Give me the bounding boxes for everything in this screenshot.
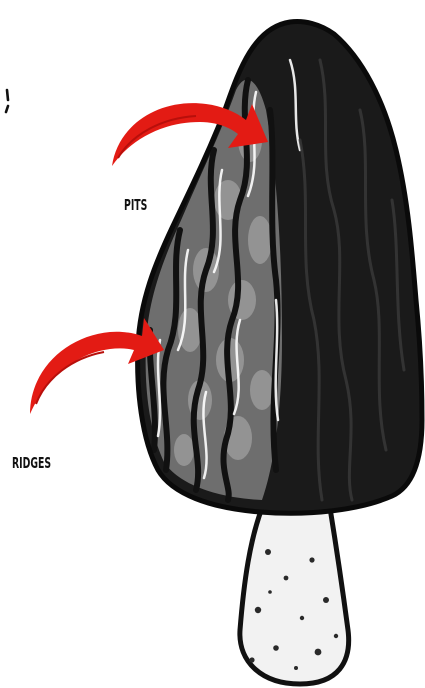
mushroom-stem [240, 508, 349, 684]
mushroom-cap [138, 22, 422, 514]
edge-mark [4, 88, 11, 114]
ridges-label: RIDGES [12, 454, 51, 472]
pits-label: PITS [124, 196, 147, 214]
